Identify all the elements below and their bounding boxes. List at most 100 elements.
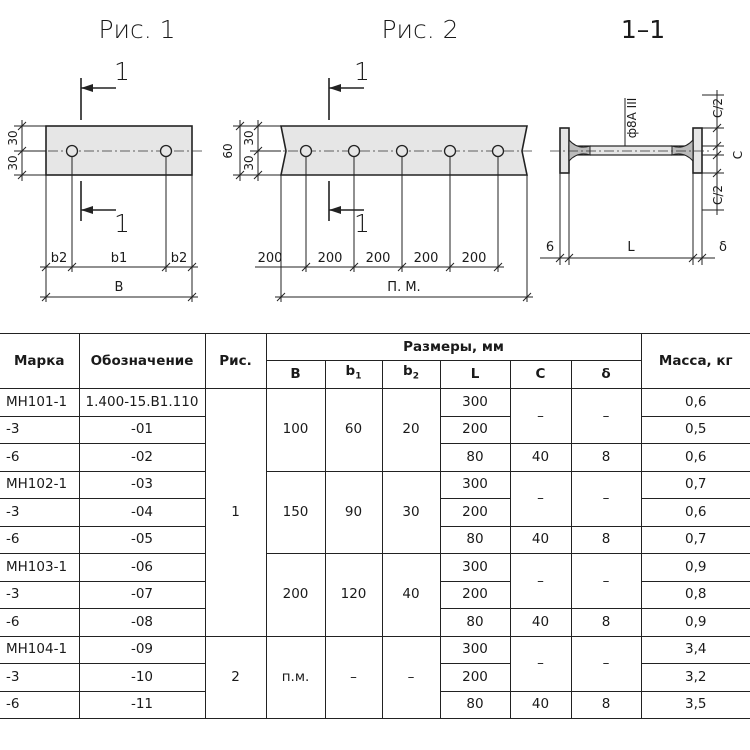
table-row: -6 -05 80 40 8 0,7: [0, 525, 750, 554]
header-designation: Обозначение: [78, 333, 206, 389]
cell-delta: 8: [570, 608, 642, 637]
cell-l: 200: [439, 663, 511, 692]
fig1-dim-b: B: [115, 280, 124, 295]
cell-designation: -11: [78, 690, 206, 719]
fig1-hole: [65, 144, 79, 158]
fig2-dim-total: П. М.: [387, 280, 420, 295]
cell-mass: 0,6: [640, 443, 750, 472]
cell-l: 200: [439, 498, 511, 527]
header-l: L: [439, 360, 511, 389]
section-dim-c-half-top: С/2: [711, 98, 725, 118]
section-left-plate: [559, 127, 570, 174]
header-c: С: [509, 360, 572, 389]
fig2-dim-v2: 30: [242, 130, 256, 145]
section-right-plate: [692, 127, 703, 174]
fig1-dim-v1: 30: [6, 155, 20, 170]
cell-designation: -07: [78, 580, 206, 609]
cell-c: 40: [509, 608, 572, 637]
cell-delta: –: [570, 470, 642, 527]
section-dim-c-half-bottom: С/2: [711, 185, 725, 205]
cell-c: 40: [509, 525, 572, 554]
cell-b2: –: [381, 635, 441, 719]
section-title: 1–1: [621, 15, 665, 44]
cell-mass: 0,9: [640, 608, 750, 637]
fig1-dim-b1: b1: [111, 251, 128, 266]
cell-c: 40: [509, 690, 572, 719]
fig2-hole: [443, 144, 457, 158]
cell-delta: –: [570, 553, 642, 609]
cell-mark: МН104-1: [0, 635, 80, 664]
cell-mark: -3: [0, 415, 80, 444]
cell-mass: 0,5: [640, 415, 750, 444]
cell-figure: 2: [204, 635, 267, 719]
table-row: МН103-1 -06 200 120 40 300 – – 0,9: [0, 553, 750, 637]
cell-designation: -04: [78, 498, 206, 527]
cell-c: –: [509, 470, 572, 527]
fig2-cut-label-top: 1: [354, 57, 370, 86]
table-row: -6 -08 80 40 8 0,9: [0, 608, 750, 637]
cell-b1: 90: [324, 470, 383, 554]
cell-mark: -6: [0, 690, 80, 719]
fig1-dim-b2-right: b2: [171, 251, 188, 266]
cell-designation: -05: [78, 525, 206, 554]
cell-mass: 0,8: [640, 580, 750, 609]
cell-b1: –: [324, 635, 383, 719]
table-row: МН101-1 1.400-15.В1.110 1 100 60 20 300 …: [0, 388, 750, 637]
cell-b2: 20: [381, 388, 441, 472]
cell-mark: -3: [0, 580, 80, 609]
table-row: -6 -11 80 40 8 3,5: [0, 690, 750, 719]
cell-designation: -08: [78, 608, 206, 637]
cell-delta: –: [570, 635, 642, 692]
cell-delta: 8: [570, 443, 642, 472]
table-row: МН102-1 -03 150 90 30 300 – – 0,7: [0, 470, 750, 554]
fig1-cut-label-top: 1: [114, 57, 130, 86]
cell-mass: 0,7: [640, 525, 750, 554]
spec-table: Марка Обозначение Рис. Размеры, мм Масса…: [0, 333, 750, 719]
drawing-area: Рис. 1 Рис. 2 1–1 1 1 30 30: [6, 15, 745, 302]
cell-designation: -02: [78, 443, 206, 472]
header-figure: Рис.: [204, 333, 267, 389]
cell-designation: -10: [78, 663, 206, 692]
header-b: В: [265, 360, 326, 389]
fig2-cut-label-bottom: 1: [354, 209, 370, 238]
cell-mark: -3: [0, 498, 80, 527]
fig2-dim-spacing-4: 200: [414, 251, 439, 266]
cell-delta: 8: [570, 525, 642, 554]
table-row: -6 -02 80 40 8 0,6: [0, 443, 750, 472]
cell-figure: 1: [204, 388, 267, 637]
cell-designation: -01: [78, 415, 206, 444]
fig2-dim-spacing-3: 200: [366, 251, 391, 266]
header-mass: Масса, кг: [640, 333, 750, 389]
cell-b2: 30: [381, 470, 441, 554]
cell-delta: –: [570, 388, 642, 444]
cell-b1: 120: [324, 553, 383, 637]
cell-designation: 1.400-15.В1.110: [78, 388, 206, 417]
cell-b1: 60: [324, 388, 383, 472]
section-drawing: ф8А III С/2 С С/2 6 L δ: [540, 90, 745, 265]
fig2-hole: [347, 144, 361, 158]
cell-l: 300: [439, 388, 511, 417]
cell-mark: МН103-1: [0, 553, 80, 582]
cell-c: 40: [509, 443, 572, 472]
fig2-hole: [491, 144, 505, 158]
section-dim-length: L: [627, 240, 635, 255]
cell-mass: 0,9: [640, 553, 750, 582]
cell-l: 80: [439, 443, 511, 472]
cell-l: 80: [439, 608, 511, 637]
fig2-hole: [299, 144, 313, 158]
table-row: -3 -10 200 3,2: [0, 663, 750, 692]
fig1-dim-b2-left: b2: [51, 251, 68, 266]
fig2-dim-spacing-5: 200: [462, 251, 487, 266]
cell-mark: МН102-1: [0, 470, 80, 499]
cell-b: 200: [265, 553, 326, 637]
fig2-hole: [395, 144, 409, 158]
fig2-title: Рис. 2: [381, 15, 458, 44]
fig1-dim-v2: 30: [6, 130, 20, 145]
table-row: -3 -07 200 0,8: [0, 580, 750, 609]
cell-designation: -03: [78, 470, 206, 499]
cell-c: –: [509, 553, 572, 609]
section-dim-c: С: [731, 151, 745, 159]
cell-l: 200: [439, 580, 511, 609]
cell-b2: 40: [381, 553, 441, 637]
cell-b: п.м.: [265, 635, 326, 719]
